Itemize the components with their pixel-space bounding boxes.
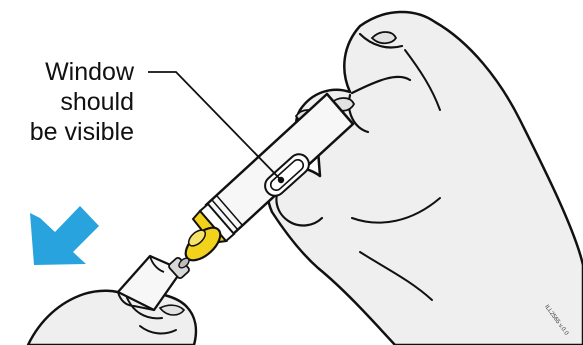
callout-line-1: Window	[6, 57, 134, 87]
arrow-icon	[30, 206, 99, 265]
callout-line-3: be visible	[6, 117, 134, 147]
hand-icon	[268, 12, 583, 345]
window-callout-label: Window should be visible	[6, 57, 134, 147]
callout-line-2: should	[6, 87, 134, 117]
hand-icon	[28, 291, 196, 345]
